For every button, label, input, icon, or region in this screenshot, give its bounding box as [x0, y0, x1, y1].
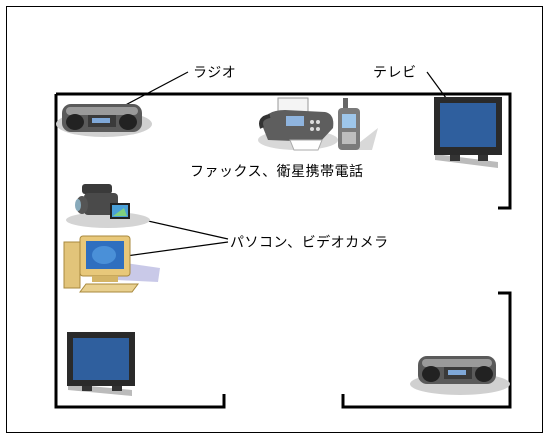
room-walls — [54, 92, 512, 409]
flat-panel-tv-icon — [67, 332, 135, 396]
label-pc-camera: パソコン、ビデオカメラ — [230, 235, 389, 251]
video-camera-icon — [66, 184, 150, 228]
label-radio: ラジオ — [193, 65, 237, 81]
label-tv: テレビ — [373, 65, 417, 81]
label-fax-phone: ファックス、衛星携帯電話 — [190, 164, 364, 180]
desktop-computer-icon — [63, 235, 160, 293]
wall-bottom-right — [341, 291, 512, 409]
flat-panel-tv-icon — [434, 97, 502, 168]
wall-top-left — [56, 92, 512, 210]
fax-machine-icon — [258, 97, 338, 151]
boombox-radio-icon — [410, 356, 510, 395]
wall-left — [54, 94, 226, 409]
boombox-radio-icon — [56, 104, 152, 137]
satellite-phone-icon — [338, 98, 378, 150]
